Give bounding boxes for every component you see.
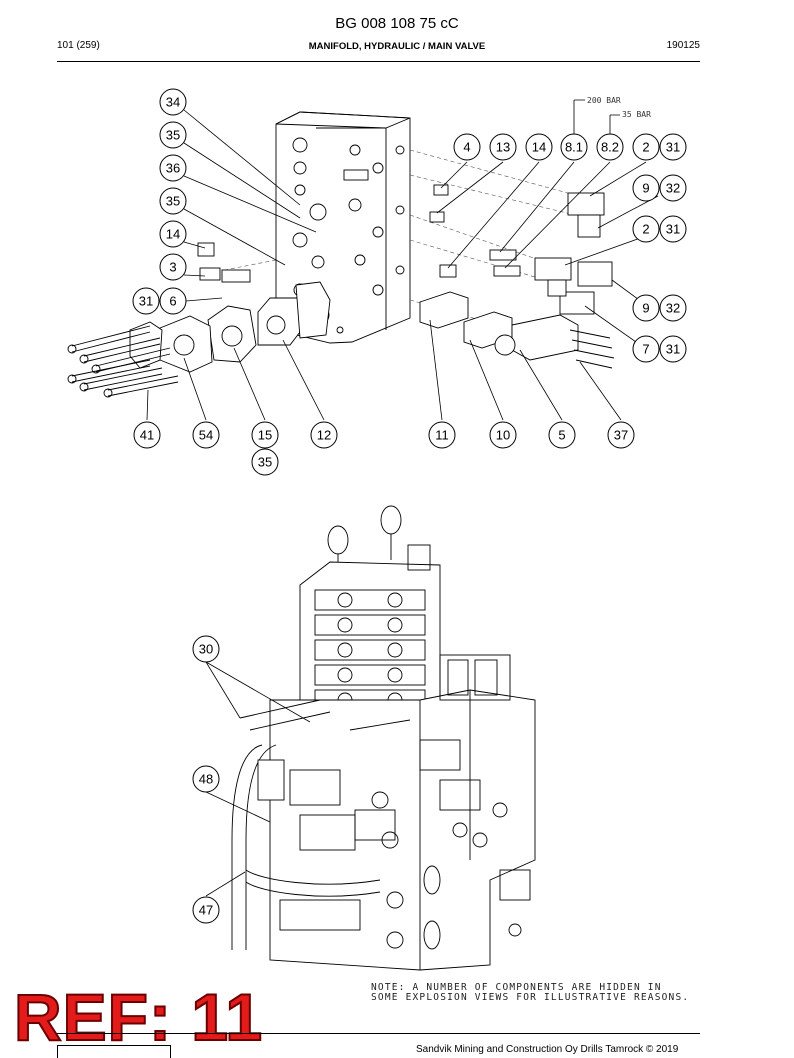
callout-14: 14 — [159, 220, 187, 248]
svg-text:35: 35 — [166, 194, 180, 209]
svg-text:31: 31 — [666, 140, 680, 155]
callout-8-2: 8.2 — [596, 133, 624, 161]
svg-text:9: 9 — [642, 181, 649, 196]
header-rule — [57, 61, 700, 62]
svg-text:4: 4 — [463, 140, 470, 155]
callout-31-left: 31 — [132, 287, 160, 315]
callout-11: 11 — [428, 421, 456, 449]
callout-37: 37 — [607, 421, 635, 449]
callout-12: 12 — [310, 421, 338, 449]
date-code: 190125 — [666, 40, 700, 51]
callout-31b: 31 — [659, 215, 687, 243]
svg-text:30: 30 — [199, 642, 213, 657]
callout-14b: 14 — [525, 133, 553, 161]
callout-4: 4 — [453, 133, 481, 161]
svg-text:2: 2 — [642, 140, 649, 155]
callout-10: 10 — [489, 421, 517, 449]
svg-text:32: 32 — [666, 301, 680, 316]
footer-copyright: Sandvik Mining and Construction Oy Drill… — [416, 1044, 679, 1055]
ref-watermark: REF: 11 — [13, 980, 264, 1054]
note-line-1: NOTE: A NUMBER OF COMPONENTS ARE HIDDEN … — [371, 982, 662, 993]
callout-35c: 35 — [251, 448, 279, 476]
svg-text:10: 10 — [496, 428, 510, 443]
callout-41: 41 — [133, 421, 161, 449]
callout-36: 36 — [159, 154, 187, 182]
callout-2b: 2 — [632, 215, 660, 243]
cartridge-valves — [197, 184, 521, 283]
svg-text:6: 6 — [169, 294, 176, 309]
section-title: MANIFOLD, HYDRAULIC / MAIN VALVE — [308, 41, 486, 52]
svg-text:5: 5 — [558, 428, 565, 443]
svg-text:41: 41 — [140, 428, 154, 443]
callout-30: 30 — [192, 635, 220, 663]
callout-34: 34 — [159, 88, 187, 116]
callout-32b: 32 — [659, 294, 687, 322]
illustration-note: NOTE: A NUMBER OF COMPONENTS ARE HIDDEN … — [371, 983, 689, 1003]
svg-text:9: 9 — [642, 301, 649, 316]
svg-text:34: 34 — [166, 95, 180, 110]
svg-text:8.1: 8.1 — [565, 140, 583, 155]
callout-9a: 9 — [632, 174, 660, 202]
flanges-and-bolts — [67, 281, 331, 398]
svg-text:14: 14 — [532, 140, 546, 155]
callout-47: 47 — [192, 896, 220, 924]
svg-text:13: 13 — [496, 140, 510, 155]
note-line-2: SOME EXPLOSION VIEWS FOR ILLUSTRATIVE RE… — [371, 992, 690, 1003]
svg-text:31: 31 — [139, 294, 153, 309]
svg-text:37: 37 — [614, 428, 628, 443]
solenoid-valves — [534, 192, 613, 315]
svg-text:35: 35 — [258, 455, 272, 470]
callout-8-1: 8.1 — [560, 133, 588, 161]
svg-text:14: 14 — [166, 227, 180, 242]
callout-3: 3 — [159, 253, 187, 281]
callout-6: 6 — [159, 287, 187, 315]
callout-2: 2 — [632, 133, 660, 161]
svg-text:12: 12 — [317, 428, 331, 443]
callout-35: 35 — [159, 121, 187, 149]
callout-48: 48 — [192, 765, 220, 793]
assembled-valve-view — [231, 505, 536, 971]
brand-logo — [57, 1045, 171, 1058]
sandwich-plates — [419, 291, 615, 369]
page-reference: 101 (259) — [57, 40, 100, 51]
svg-text:7: 7 — [642, 342, 649, 357]
svg-text:3: 3 — [169, 260, 176, 275]
svg-text:31: 31 — [666, 222, 680, 237]
callout-31a: 31 — [659, 133, 687, 161]
callout-5: 5 — [548, 421, 576, 449]
callout-9b: 9 — [632, 294, 660, 322]
svg-text:47: 47 — [199, 903, 213, 918]
svg-text:48: 48 — [199, 772, 213, 787]
document-number: BG 008 108 75 cC — [335, 15, 459, 32]
svg-text:32: 32 — [666, 181, 680, 196]
callout-32a: 32 — [659, 174, 687, 202]
footer-rule — [57, 1033, 700, 1034]
svg-text:11: 11 — [435, 428, 449, 443]
svg-text:2: 2 — [642, 222, 649, 237]
svg-text:35: 35 — [166, 128, 180, 143]
pressure-label-35: 35 BAR — [622, 110, 651, 119]
callout-31c: 31 — [659, 335, 687, 363]
svg-text:15: 15 — [258, 428, 272, 443]
svg-text:54: 54 — [199, 428, 213, 443]
pressure-label-200: 200 BAR — [587, 96, 621, 105]
callout-15: 15 — [251, 421, 279, 449]
callout-35b: 35 — [159, 187, 187, 215]
svg-text:31: 31 — [666, 342, 680, 357]
svg-text:36: 36 — [166, 161, 180, 176]
callout-7: 7 — [632, 335, 660, 363]
svg-text:8.2: 8.2 — [601, 140, 619, 155]
callout-54: 54 — [192, 421, 220, 449]
callout-13: 13 — [489, 133, 517, 161]
